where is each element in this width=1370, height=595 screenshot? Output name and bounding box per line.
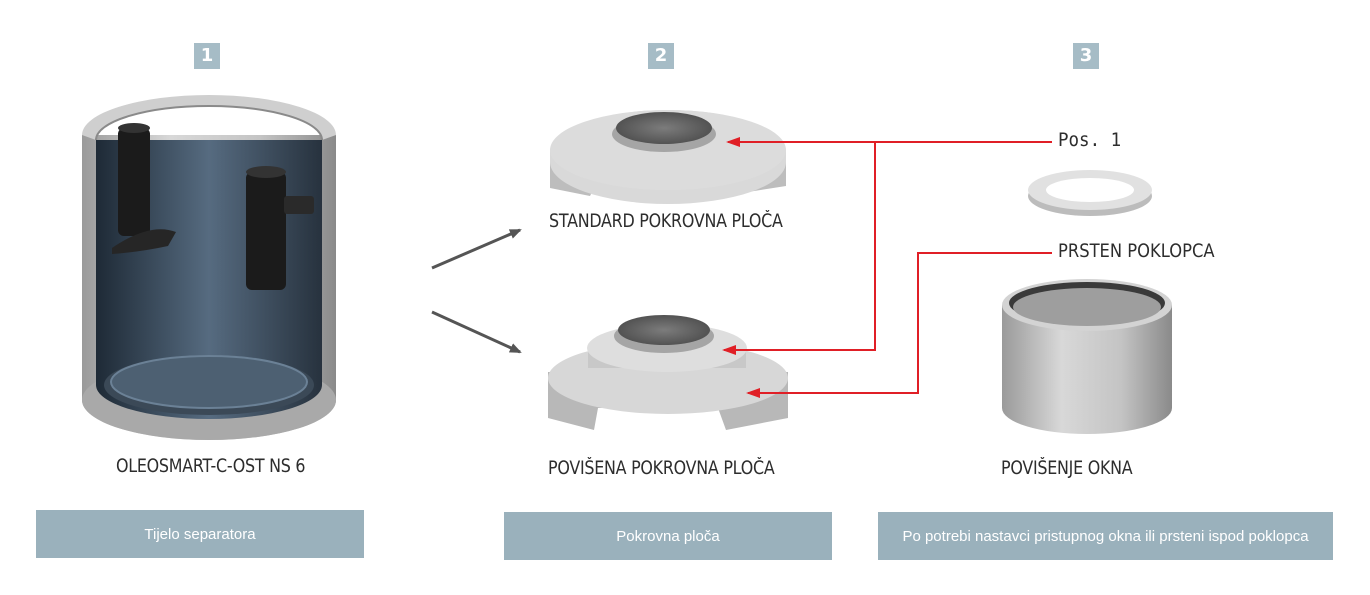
footer-box-cover: Pokrovna ploča [504, 512, 832, 560]
footer-box-separator: Tijelo separatora [36, 510, 364, 558]
step-badge-1: 1 [194, 43, 220, 69]
raised-cover-slab-image [548, 315, 788, 430]
separator-caption: OLEOSMART-C-OST NS 6 [116, 456, 306, 477]
step-badge-3: 3 [1073, 43, 1099, 69]
cover-ring-label: PRSTEN POKLOPCA [1058, 240, 1215, 262]
step-badge-2: 2 [648, 43, 674, 69]
standard-cover-slab-image [550, 110, 786, 204]
shaft-extension-caption: POVIŠENJE OKNA [1001, 458, 1133, 479]
leader-lines [722, 137, 1052, 398]
shaft-extension-image [1002, 279, 1172, 434]
arrow-to-raised-cover [431, 310, 522, 354]
arrow-to-standard-cover [431, 228, 522, 270]
footer-box-extension: Po potrebi nastavci pristupnog okna ili … [878, 512, 1333, 560]
pos-1-label: Pos. 1 [1058, 129, 1122, 151]
separator-body-image [82, 95, 336, 440]
standard-cover-caption: STANDARD POKROVNA PLOČA [549, 211, 783, 232]
raised-cover-caption: POVIŠENA POKROVNA PLOČA [548, 458, 775, 479]
cover-ring-image [1028, 170, 1152, 216]
